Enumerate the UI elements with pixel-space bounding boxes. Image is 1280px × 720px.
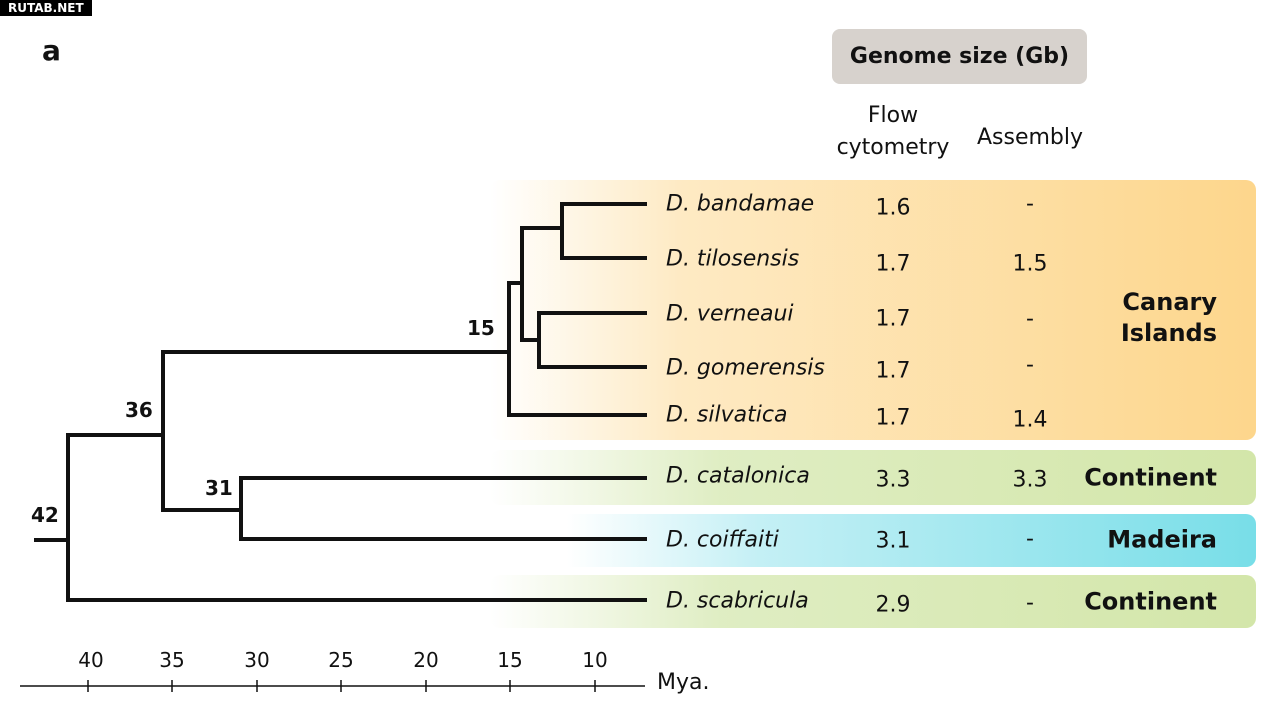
species-name: D. catalonica — [666, 463, 810, 489]
node-inner — [520, 226, 564, 342]
region-label-continent: Continent — [1084, 463, 1217, 492]
node-31 — [239, 476, 647, 541]
flow-cytometry-header: Flow cytometry — [837, 100, 950, 164]
flow-value: 2.9 — [875, 592, 911, 618]
watermark: RUTAB.NET — [0, 0, 92, 16]
flow-header-line2: cytometry — [836, 135, 950, 160]
axis-tick-label: 10 — [582, 648, 608, 672]
species-name: D. bandamae — [666, 191, 815, 217]
species-name: D. tilosensis — [666, 246, 800, 272]
region-line: Islands — [1120, 319, 1217, 347]
node-42 — [66, 433, 647, 602]
band-canary-islands — [490, 180, 1256, 440]
assembly-value: - — [1026, 191, 1034, 217]
species-name: D. verneaui — [666, 301, 794, 327]
genome-size-header: Genome size (Gb) — [832, 29, 1087, 84]
flow-header-line1: Flow — [867, 103, 919, 128]
node-age-label: 15 — [467, 316, 495, 340]
species-name: D. coiffaiti — [666, 527, 779, 553]
flow-value: 3.1 — [875, 528, 911, 554]
flow-value: 1.7 — [875, 251, 911, 277]
flow-value: 3.3 — [875, 467, 911, 493]
flow-value: 1.7 — [875, 358, 911, 384]
assembly-value: 1.5 — [1012, 251, 1048, 277]
panel-label: a — [42, 34, 61, 67]
assembly-value: - — [1026, 352, 1034, 378]
axis-tick-label: 15 — [497, 648, 523, 672]
flow-value: 1.7 — [875, 405, 911, 431]
assembly-value: 3.3 — [1012, 467, 1048, 493]
node-verneaui-gomerensis — [537, 311, 647, 369]
flow-value: 1.6 — [875, 195, 911, 221]
assembly-value: - — [1026, 306, 1034, 332]
node-age-label: 36 — [125, 398, 153, 422]
axis-tick-label: 20 — [413, 648, 439, 672]
species-name: D. silvatica — [666, 402, 788, 428]
node-age-label: 42 — [31, 503, 59, 527]
node-age-label: 31 — [205, 476, 233, 500]
node-15 — [507, 281, 647, 417]
assembly-value: 1.4 — [1012, 407, 1048, 433]
species-name: D. scabricula — [666, 588, 809, 614]
species-name: D. gomerensis — [666, 355, 825, 381]
axis-unit-label: Mya. — [657, 670, 710, 695]
axis-tick-label: 30 — [244, 648, 270, 672]
axis-tick-label: 25 — [328, 648, 354, 672]
region-line: Canary — [1122, 288, 1217, 316]
axis-tick-label: 35 — [159, 648, 185, 672]
assembly-value: - — [1026, 526, 1034, 552]
axis-tick-label: 40 — [78, 648, 104, 672]
assembly-value: - — [1026, 590, 1034, 616]
flow-value: 1.7 — [875, 306, 911, 332]
region-label-canary-islands: Canary Islands — [1121, 287, 1217, 349]
time-axis-ticks — [87, 680, 596, 692]
node-bandamae-tilosensis — [560, 202, 647, 260]
assembly-header: Assembly — [976, 125, 1084, 150]
region-label-madeira: Madeira — [1107, 525, 1217, 554]
region-label-continent: Continent — [1084, 587, 1217, 616]
node-36 — [161, 350, 511, 512]
